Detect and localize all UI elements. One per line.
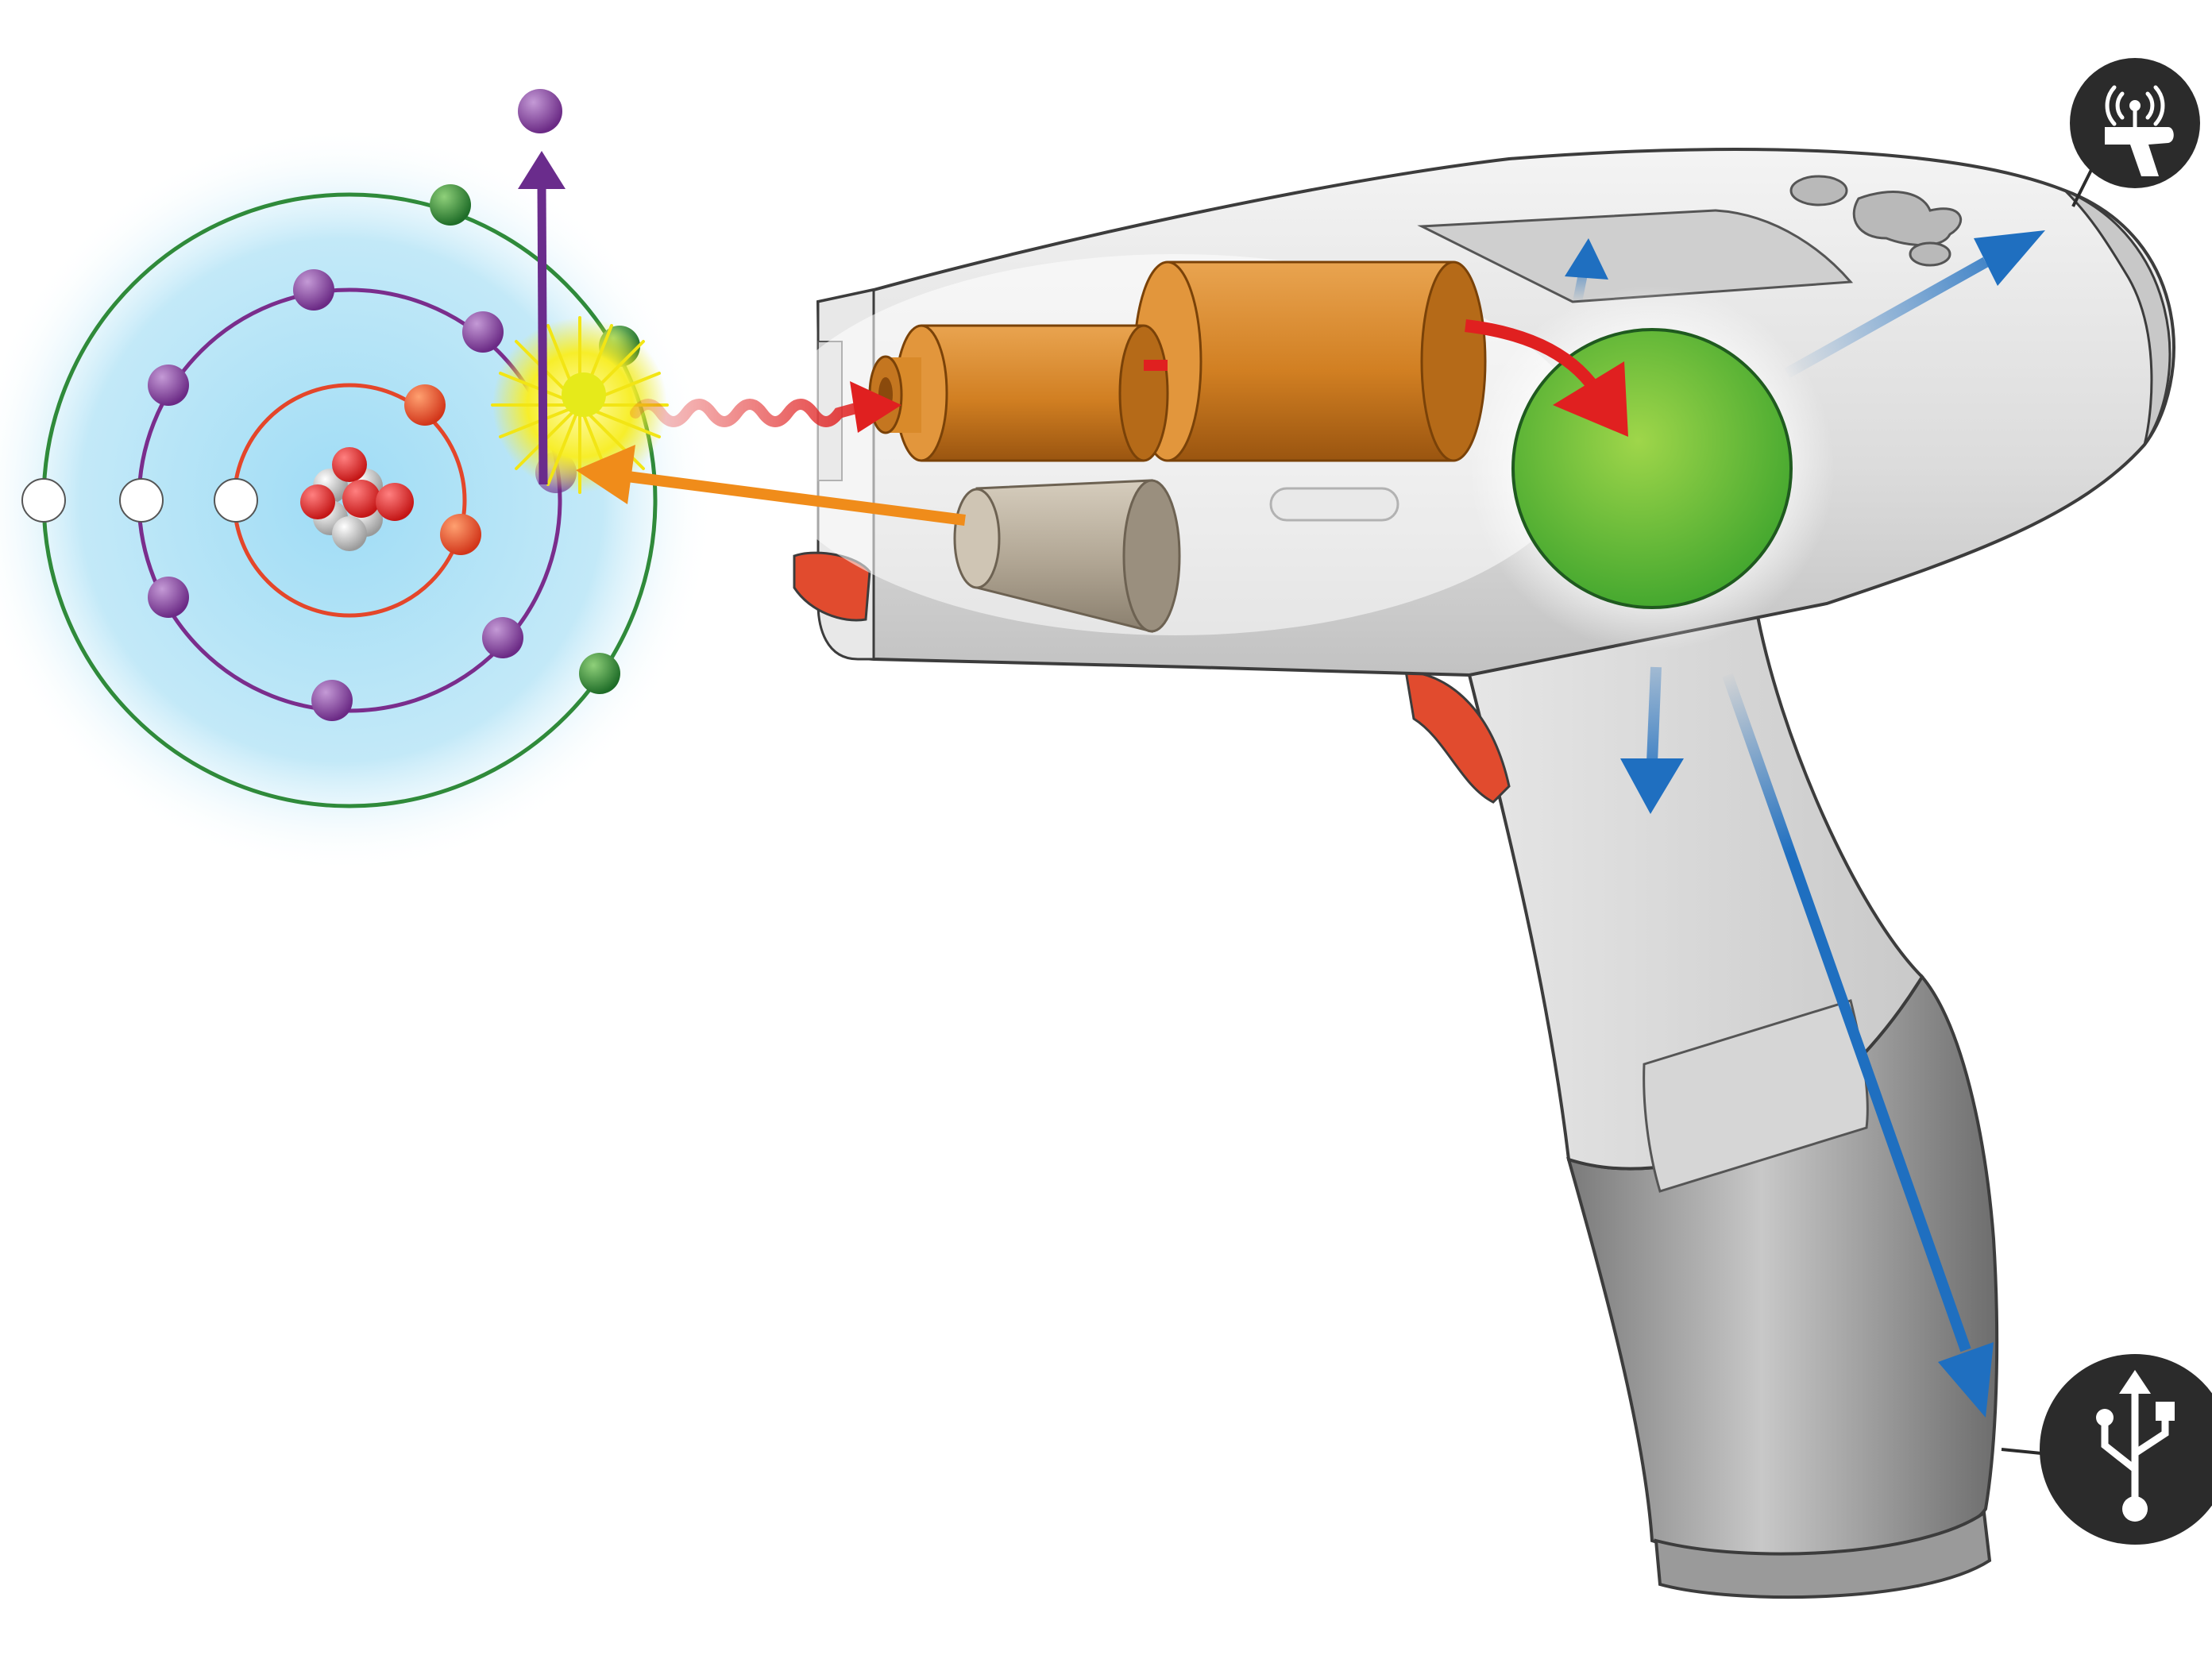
incident-x-ray-arrowhead: [850, 381, 901, 433]
incident-x-ray-beam: [630, 399, 867, 427]
analyzer: [762, 148, 2175, 1599]
electron-inner: [404, 384, 446, 426]
vacancy: [21, 478, 66, 523]
ejected-electron: [518, 89, 562, 133]
usb-icon: [2040, 1354, 2212, 1545]
processor-to-usb-arrow: [1722, 673, 1971, 1352]
front-button[interactable]: [793, 551, 871, 622]
control-button[interactable]: [1909, 241, 1951, 267]
display-screen: [1417, 209, 1854, 303]
processor-to-handle-arrow: [1646, 666, 1662, 763]
electron-middle: [293, 269, 334, 311]
electron-middle: [462, 311, 504, 353]
electron-middle: [311, 680, 353, 721]
control-button[interactable]: [1789, 175, 1848, 206]
trigger[interactable]: [1404, 669, 1511, 804]
electron-outer: [430, 184, 471, 226]
detector: [953, 479, 1181, 633]
vacancy: [119, 478, 164, 523]
atom: [0, 89, 715, 874]
electron-outer: [579, 653, 620, 694]
x-ray-tube: [1133, 260, 1487, 462]
electron-middle: [148, 365, 189, 406]
fluorescence-beam: [627, 471, 966, 526]
navigation-pad[interactable]: [1852, 191, 1963, 247]
electron-middle: [482, 617, 523, 658]
electron-middle: [148, 577, 189, 618]
nucleus: [300, 447, 414, 551]
filter: [868, 324, 1169, 462]
wireless-icon: [2070, 58, 2200, 188]
vacancy: [214, 478, 258, 523]
signal-processor: [1511, 328, 1793, 609]
fluorescence-arrowhead: [576, 445, 635, 504]
processor-to-wireless-arrow: [1784, 257, 1989, 379]
ejected-electron-arrowhead: [518, 151, 566, 189]
ejected-electron-path: [537, 186, 548, 485]
electron-inner: [440, 514, 481, 555]
impact-spark: [491, 316, 669, 494]
